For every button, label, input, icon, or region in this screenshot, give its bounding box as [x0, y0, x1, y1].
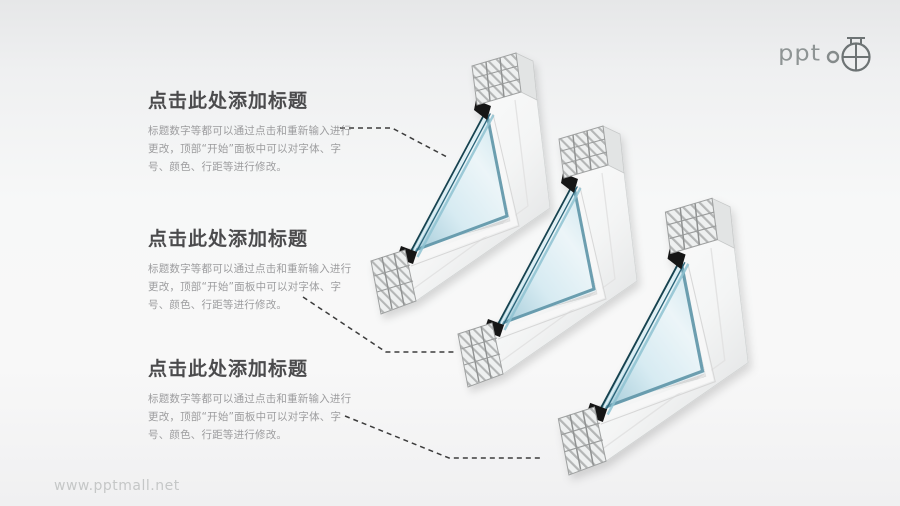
block-3-body: 标题数字等都可以通过点击和重新输入进行 更改，顶部“开始”面板中可以对字体、字 … — [148, 390, 363, 444]
block-3-title: 点击此处添加标题 — [148, 358, 309, 380]
block-1-body: 标题数字等都可以通过点击和重新输入进行 更改，顶部“开始”面板中可以对字体、字 … — [148, 122, 363, 176]
body-line: 标题数字等都可以通过点击和重新输入进行 — [148, 393, 352, 405]
leader-line-1 — [340, 127, 448, 158]
logo-text: ppt — [778, 40, 821, 66]
block-1-title: 点击此处添加标题 — [148, 90, 309, 112]
block-2-body: 标题数字等都可以通过点击和重新输入进行 更改，顶部“开始”面板中可以对字体、字 … — [148, 260, 363, 314]
body-line: 更改，顶部“开始”面板中可以对字体、字 — [148, 281, 342, 293]
text-block-1: 点击此处添加标题 标题数字等都可以通过点击和重新输入进行 更改，顶部“开始”面板… — [148, 86, 363, 176]
leader-line-2 — [302, 296, 457, 353]
body-line: 标题数字等都可以通过点击和重新输入进行 — [148, 263, 352, 275]
body-line: 号、颜色、行距等进行修改。 — [148, 299, 288, 311]
watermark: www.pptmall.net — [54, 478, 180, 494]
body-line: 更改，顶部“开始”面板中可以对字体、字 — [148, 143, 342, 155]
body-line: 标题数字等都可以通过点击和重新输入进行 — [148, 125, 352, 137]
window-profile-illustration-1 — [371, 53, 550, 314]
leader-line-3 — [344, 415, 540, 459]
crosshair-circle-icon — [826, 37, 871, 72]
body-line: 号、颜色、行距等进行修改。 — [148, 161, 288, 173]
body-line: 号、颜色、行距等进行修改。 — [148, 429, 288, 441]
block-2-title: 点击此处添加标题 — [148, 228, 309, 250]
text-block-2: 点击此处添加标题 标题数字等都可以通过点击和重新输入进行 更改，顶部“开始”面板… — [148, 224, 363, 314]
logo: ppt — [778, 30, 874, 76]
text-block-3: 点击此处添加标题 标题数字等都可以通过点击和重新输入进行 更改，顶部“开始”面板… — [148, 354, 363, 444]
body-line: 更改，顶部“开始”面板中可以对字体、字 — [148, 411, 342, 423]
